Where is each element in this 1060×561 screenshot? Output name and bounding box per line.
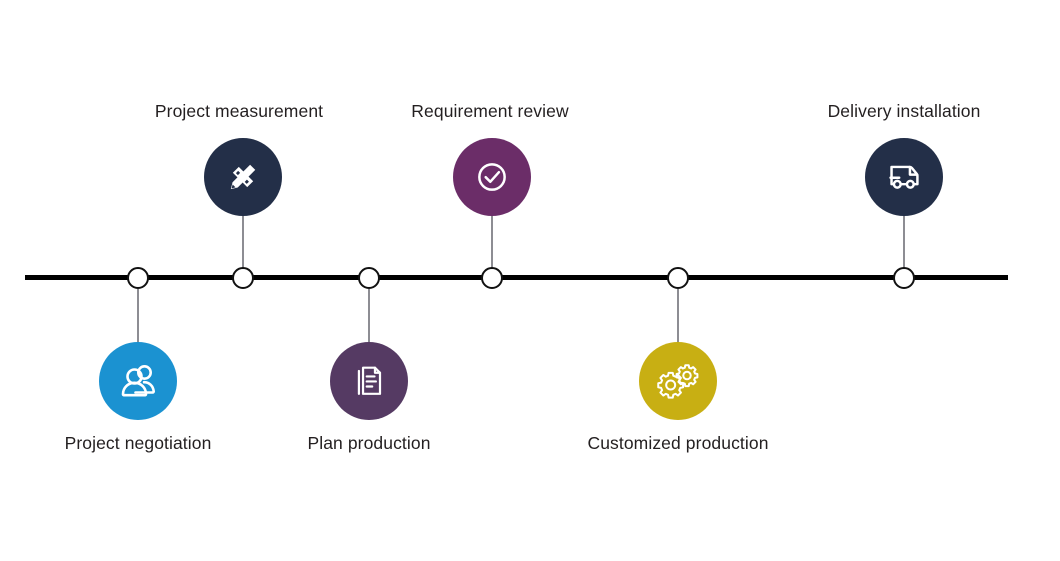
marker-plan-production[interactable]: [358, 267, 380, 289]
label-project-measurement: Project measurement: [154, 101, 324, 121]
bubble-requirement-review[interactable]: [453, 138, 531, 216]
stem-project-measurement: [242, 214, 244, 268]
label-delivery-installation: Delivery installation: [827, 101, 981, 121]
truck-icon: [881, 154, 927, 200]
pencil-ruler-icon: [220, 154, 266, 200]
bubble-delivery-installation[interactable]: [865, 138, 943, 216]
stem-requirement-review: [491, 214, 493, 268]
marker-project-measurement[interactable]: [232, 267, 254, 289]
bubble-project-negotiation[interactable]: [99, 342, 177, 420]
marker-customized-production[interactable]: [667, 267, 689, 289]
label-customized-production: Customized production: [587, 433, 769, 453]
marker-requirement-review[interactable]: [481, 267, 503, 289]
documents-icon: [347, 359, 391, 403]
people-group-icon: [114, 357, 162, 405]
bubble-project-measurement[interactable]: [204, 138, 282, 216]
gears-icon: [655, 358, 701, 404]
label-project-negotiation: Project negotiation: [64, 433, 212, 453]
label-requirement-review: Requirement review: [411, 101, 569, 121]
stem-delivery-installation: [903, 214, 905, 268]
stem-customized-production: [677, 289, 679, 343]
marker-delivery-installation[interactable]: [893, 267, 915, 289]
check-circle-icon: [469, 154, 515, 200]
bubble-plan-production[interactable]: [330, 342, 408, 420]
label-plan-production: Plan production: [307, 433, 431, 453]
timeline-axis: [25, 275, 1008, 280]
bubble-customized-production[interactable]: [639, 342, 717, 420]
stem-project-negotiation: [137, 289, 139, 343]
stem-plan-production: [368, 289, 370, 343]
marker-project-negotiation[interactable]: [127, 267, 149, 289]
